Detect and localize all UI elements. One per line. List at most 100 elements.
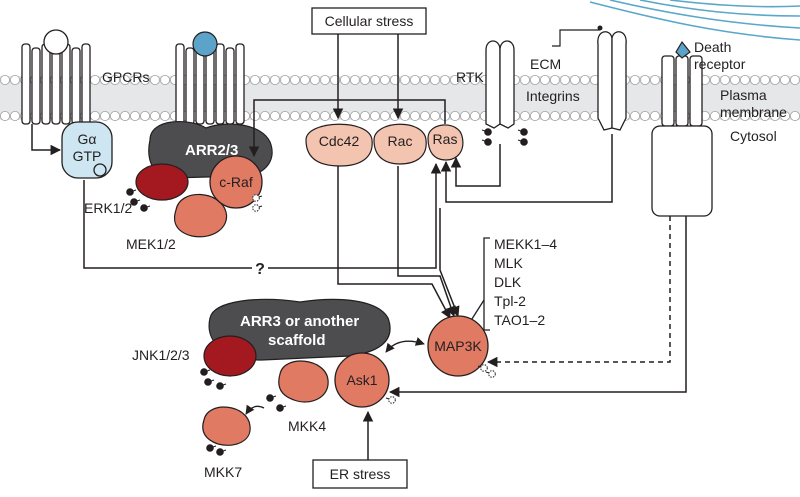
map3k-ask1-arrow [385,337,425,353]
ask1-label: Ask1 [346,372,377,388]
rtk-to-ras-arrow [450,144,501,187]
integrin-receptor [597,31,627,131]
map3k-list-pointer [469,299,485,323]
lipid-head [650,75,661,86]
lipid-head [570,75,581,86]
cdc42-label: Cdc42 [319,133,360,149]
lipid-head [520,111,531,122]
lipid-head [790,111,800,121]
phosphate-icon [488,370,496,378]
lipid-head [149,111,160,122]
lipid-head [129,111,140,122]
membrane-label: membrane [720,104,787,120]
jnk-label: JNK1/2/3 [132,347,190,363]
lipid-head [570,111,581,122]
plasma-label: Plasma [720,87,767,103]
lipid-head [750,111,761,122]
lipid-head [319,75,330,86]
lipid-head [560,75,571,86]
cellular-stress-label: Cellular stress [325,13,414,29]
map3k-list-item-4: Tpl-2 [494,293,526,309]
lipid-head [349,75,360,86]
lipid-head [750,75,761,86]
lipid-head [269,75,280,86]
lipid-head [339,75,350,86]
lipid-head [790,75,800,85]
lipid-head [249,111,260,122]
ecm-label: ECM [530,56,561,72]
cytosol-label: Cytosol [730,128,777,144]
death-receptor [651,55,713,217]
mkk4-protein [278,360,329,403]
lipid-head [640,75,651,86]
phosphate-icon [484,128,492,136]
lipid-head [710,75,721,86]
death-to-ask1-arrow [388,216,687,398]
ecm-fiber-icon [589,0,800,41]
lipid-head [710,111,721,122]
lipid-head [9,75,20,86]
lipid-head [120,75,131,86]
lipid-head [630,75,641,86]
lipid-head [379,111,390,122]
cellular-stress-box [311,7,427,35]
phosphate-icon [216,382,224,390]
lipid-head [399,75,410,86]
lipid-head [770,75,781,86]
lipid-head [349,111,360,122]
death-ligand-icon [675,40,691,59]
lipid-head [550,111,561,122]
lipid-head [259,75,270,86]
phosphate-icon [484,138,492,146]
lipid-head [139,75,150,86]
lipid-head [419,75,430,86]
lipid-head [309,111,320,122]
mkk4-label: MKK4 [288,418,326,434]
lipid-head [100,75,111,86]
lipid-head [720,75,731,86]
map3k-list-item-2: MLK [494,255,523,271]
lipid-head [269,111,280,122]
mkk7-protein [202,406,251,446]
rac-label: Rac [388,133,413,149]
death-receptor-label-2: receptor [694,56,746,72]
lipid-head [530,111,541,122]
phosphate-icon [480,364,488,372]
ras-label: Ras [433,131,458,147]
phosphate-icon [216,448,224,456]
gpcr-to-galpha-arrow [31,124,62,156]
ecm-leader [552,29,600,47]
lipid-head [730,75,741,86]
lipid-head [90,111,101,122]
er-stress-box [312,459,408,489]
arr23-label: ARR2/3 [185,142,238,159]
phosphate-icon [206,444,214,452]
lipid-head [249,75,260,86]
galpha-label: Gα [78,131,97,147]
lipid-head [449,75,460,86]
lipid-head [259,111,270,122]
lipid-head [459,111,470,122]
lipid-head [409,111,420,122]
erk-protein [135,163,189,201]
question-bg [252,259,268,277]
lipid-head [469,75,480,86]
lipid-head [289,75,300,86]
lipid-head [780,111,791,122]
lipid-head [369,111,380,122]
lipid-head [299,111,310,122]
lipid-head [760,75,771,86]
gpcr-receptor-right [175,43,245,125]
mek-protein [173,193,228,238]
phosphate-icon [140,204,148,212]
lipid-head [560,111,571,122]
lipid-head [129,75,140,86]
lipid-head [540,111,551,122]
lipid-head [540,75,551,86]
lipid-head [319,111,330,122]
phosphate-icon [520,138,528,146]
phosphate-icon [204,378,212,386]
lipid-head [159,111,170,122]
lipid-head [459,75,470,86]
